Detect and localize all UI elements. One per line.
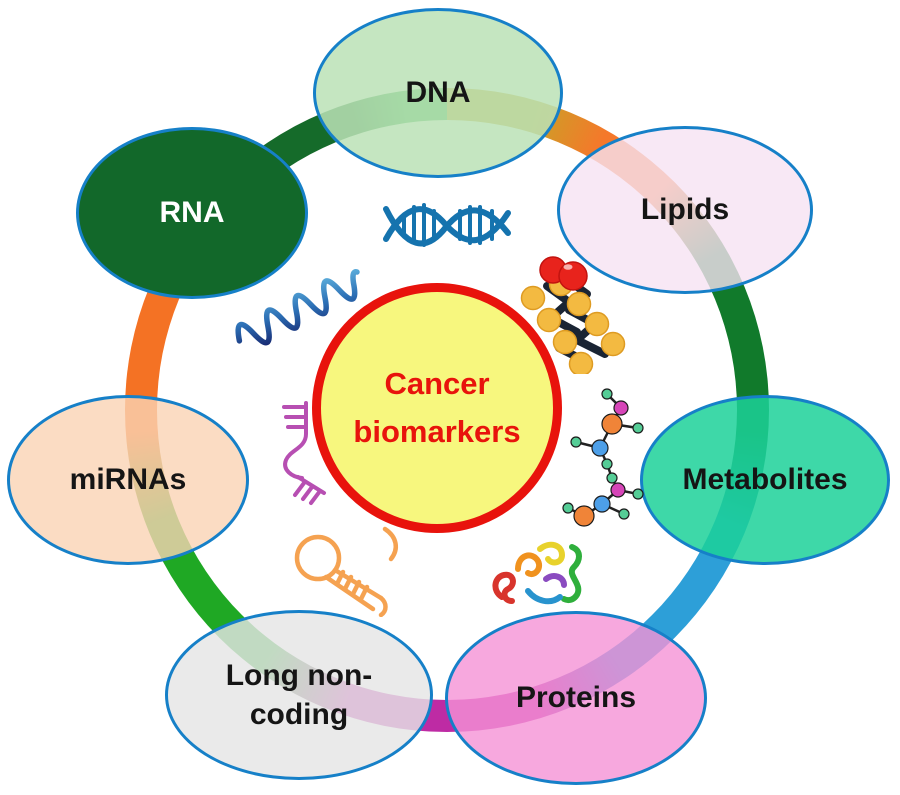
mirna-stem-icon <box>282 401 326 505</box>
node-label: Long non-coding <box>225 659 373 731</box>
node-mirnas: miRNAs <box>7 395 249 565</box>
node-label: Proteins <box>515 681 637 714</box>
node-label: RNA <box>159 196 225 229</box>
lipid-chain-icon <box>520 256 626 374</box>
node-rna: RNA <box>76 127 308 299</box>
node-dna: DNA <box>313 8 563 178</box>
node-label: Lipids <box>640 193 730 226</box>
node-label: DNA <box>405 76 471 109</box>
rna-strand-icon <box>235 269 360 346</box>
center-label-line1: Cancer <box>384 365 490 401</box>
node-proteins: Proteins <box>445 611 707 785</box>
node-label: miRNAs <box>69 463 187 496</box>
lncrna-hairpin-icon <box>294 526 399 617</box>
node-label: Metabolites <box>682 463 848 496</box>
protein-ribbon-icon <box>492 541 582 605</box>
center-label-line2: biomarkers <box>353 414 521 449</box>
node-long-non-coding: Long non-coding <box>165 610 433 780</box>
metabolite-molecule-icon <box>562 388 644 527</box>
node-metabolites: Metabolites <box>640 395 890 565</box>
node-lipids: Lipids <box>557 126 813 294</box>
center-node-cancer-biomarkers: Cancer biomarkers <box>312 283 562 533</box>
dna-helix-icon <box>383 203 511 247</box>
